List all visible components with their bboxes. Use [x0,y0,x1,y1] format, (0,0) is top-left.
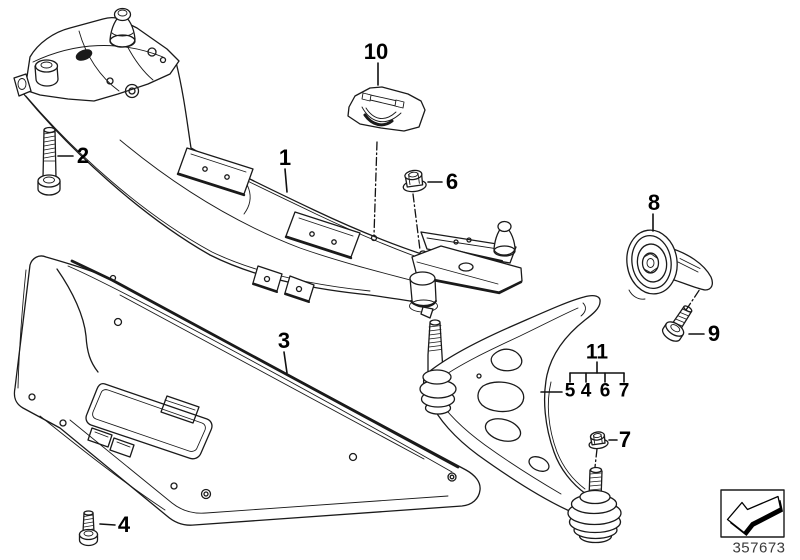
callout-11-bracket [569,361,625,383]
callout-group-4[interactable]: 4 [580,380,592,402]
assembly-alignment-lines [373,141,701,468]
direction-arrow-icon [720,489,785,538]
callout-2[interactable]: 2 [76,143,90,168]
diagram-part-number: 357673 [732,539,786,557]
subframe-part-1-drawing [13,7,523,319]
callout-6[interactable]: 6 [445,169,459,194]
callout-group-5[interactable]: 5 [564,380,576,402]
callout-3[interactable]: 3 [277,328,291,353]
nut-part-7-drawing [588,431,609,450]
bolt-part-4-drawing [78,510,99,547]
callout-group-6[interactable]: 6 [599,380,611,402]
nut-part-6-drawing [402,169,427,193]
callout-7[interactable]: 7 [618,427,632,452]
callout-8[interactable]: 8 [647,190,661,215]
bushing-part-8-drawing [626,229,713,300]
callout-9[interactable]: 9 [707,321,721,346]
bracket-part-10-drawing [347,86,426,132]
leader-lines [57,62,705,526]
callout-11[interactable]: 11 [585,340,609,364]
bolt-part-9-drawing [661,305,693,342]
underbody-panel-part-3-drawing [13,255,481,526]
callout-10[interactable]: 10 [363,39,389,64]
callout-1[interactable]: 1 [278,145,292,170]
callout-group-7[interactable]: 7 [618,380,630,402]
callout-4[interactable]: 4 [117,512,131,537]
bolt-part-2-drawing [37,126,61,196]
control-arm-part-11-drawing [419,295,622,544]
